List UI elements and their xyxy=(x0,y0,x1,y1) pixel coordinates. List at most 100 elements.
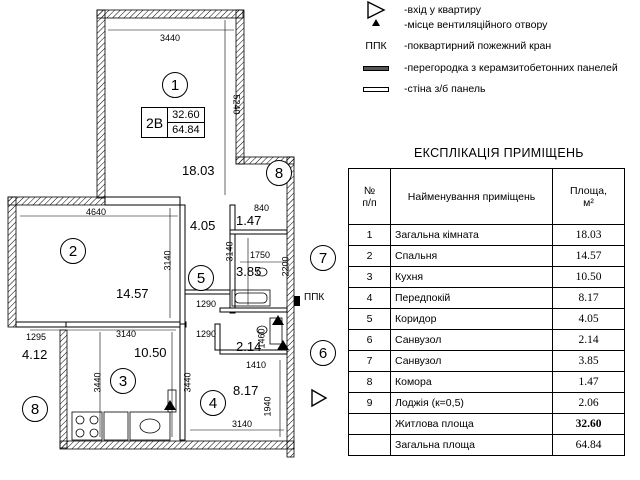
total-area: 64.84 xyxy=(552,434,625,456)
ppk-label: ППК xyxy=(304,292,325,303)
entry-triangle-icon xyxy=(367,0,386,20)
row-name: Загальна кімната xyxy=(390,224,553,246)
total-name: Житлова площа xyxy=(390,413,553,435)
vent-triangle-icon xyxy=(372,19,380,26)
row-area: 2.14 xyxy=(552,329,625,351)
row-num: 9 xyxy=(348,392,391,414)
legend-text: -стіна з/б панель xyxy=(404,83,486,95)
fixtures xyxy=(71,267,283,441)
dimension-label: 3140 xyxy=(116,329,137,339)
room-area: 14.57 xyxy=(116,286,149,301)
row-area: 18.03 xyxy=(552,224,625,246)
room-area: 1.47 xyxy=(236,213,262,228)
row-area: 8.17 xyxy=(552,287,625,309)
room-number: 8 xyxy=(266,160,292,186)
legend-text: -поквартирний пожежний кран xyxy=(404,40,552,52)
explication-table: № п/п Найменування приміщень Площа, м² 1… xyxy=(348,168,625,456)
row-num: 3 xyxy=(348,266,391,288)
total-area: 32.60 xyxy=(552,413,625,435)
dimension-label: 4640 xyxy=(86,207,107,217)
room-number: 8 xyxy=(22,396,48,422)
room-number: 7 xyxy=(310,245,336,271)
dimension-label: 3140 xyxy=(224,241,235,262)
room-number: 1 xyxy=(162,72,188,98)
room-area: 4.12 xyxy=(22,347,48,362)
dimension-label: 3440 xyxy=(160,33,181,43)
row-name: Санвузол xyxy=(390,329,553,351)
explication-title: ЕКСПЛІКАЦІЯ ПРИМІЩЕНЬ xyxy=(414,146,584,160)
row-num: 1 xyxy=(348,224,391,246)
apartment-badge: 2В 32.60 64.84 xyxy=(141,107,205,138)
room-area: 8.17 xyxy=(233,383,259,398)
room-number: 3 xyxy=(110,368,136,394)
column-header-name: Найменування приміщень xyxy=(390,168,553,225)
dimension-label: 3440 xyxy=(182,372,193,393)
room-number: 4 xyxy=(200,390,226,416)
row-num: 4 xyxy=(348,287,391,309)
row-name: Комора xyxy=(390,371,553,393)
total-name: Загальна площа xyxy=(390,434,553,456)
room-area: 4.05 xyxy=(190,218,216,233)
exterior-walls xyxy=(7,9,295,458)
legend-light-bar: -стіна з/б панель xyxy=(356,81,486,97)
row-num: 2 xyxy=(348,245,391,267)
legend-text: -перегородка з керамзитобетонних панелей xyxy=(404,62,618,74)
interior-walls xyxy=(15,196,288,441)
dimension-label: 2200 xyxy=(280,256,291,277)
row-num: 8 xyxy=(348,371,391,393)
entry-triangle-icon xyxy=(311,388,328,408)
dimension-lines xyxy=(20,20,286,437)
ppk-symbol: ППК xyxy=(365,40,387,52)
dark-bar-icon xyxy=(363,65,389,71)
row-area: 14.57 xyxy=(552,245,625,267)
legend-entry: -вхід у квартиру xyxy=(356,2,481,18)
row-name: Передпокій xyxy=(390,287,553,309)
column-header-area: Площа, м² xyxy=(552,168,625,225)
vent-mark-icons xyxy=(164,315,289,410)
dimension-label: 1940 xyxy=(262,396,273,417)
table-header-row: № п/п Найменування приміщень Площа, м² xyxy=(348,168,625,225)
column-header-num: № п/п xyxy=(348,168,391,225)
room-number: 2 xyxy=(60,238,86,264)
row-name: Санвузол xyxy=(390,350,553,372)
dimension-label: 840 xyxy=(254,203,270,213)
legend-text: -місце вентиляційного отвору xyxy=(404,19,548,31)
row-name: Коридор xyxy=(390,308,553,330)
row-name: Кухня xyxy=(390,266,553,288)
row-area: 4.05 xyxy=(552,308,625,330)
badge-total-area: 64.84 xyxy=(172,124,200,136)
room-number: 6 xyxy=(310,340,336,366)
row-area: 1.47 xyxy=(552,371,625,393)
dimension-label: 3140 xyxy=(162,250,173,271)
dimension-label: 1290 xyxy=(196,329,217,339)
light-bar-icon xyxy=(363,86,389,92)
row-area: 10.50 xyxy=(552,266,625,288)
legend-text: -вхід у квартиру xyxy=(404,4,482,16)
dimension-label: 1460 xyxy=(256,328,267,349)
room-number: 5 xyxy=(188,265,214,291)
badge-living-area: 32.60 xyxy=(168,108,204,123)
row-num: 5 xyxy=(348,308,391,330)
dimension-label: 1290 xyxy=(196,299,217,309)
row-name: Спальня xyxy=(390,245,553,267)
legend-vent: -місце вентиляційного отвору xyxy=(356,17,547,33)
dimension-label: 1410 xyxy=(246,360,267,370)
dimension-label: 1295 xyxy=(26,332,47,342)
room-area: 2.14 xyxy=(236,339,262,354)
room-area: 10.50 xyxy=(134,345,167,360)
room-area: 18.03 xyxy=(182,163,215,178)
legend-dark-bar: -перегородка з керамзитобетонних панелей xyxy=(356,60,618,76)
apartment-type: 2В xyxy=(142,108,169,137)
row-area: 2.06 xyxy=(552,392,625,414)
